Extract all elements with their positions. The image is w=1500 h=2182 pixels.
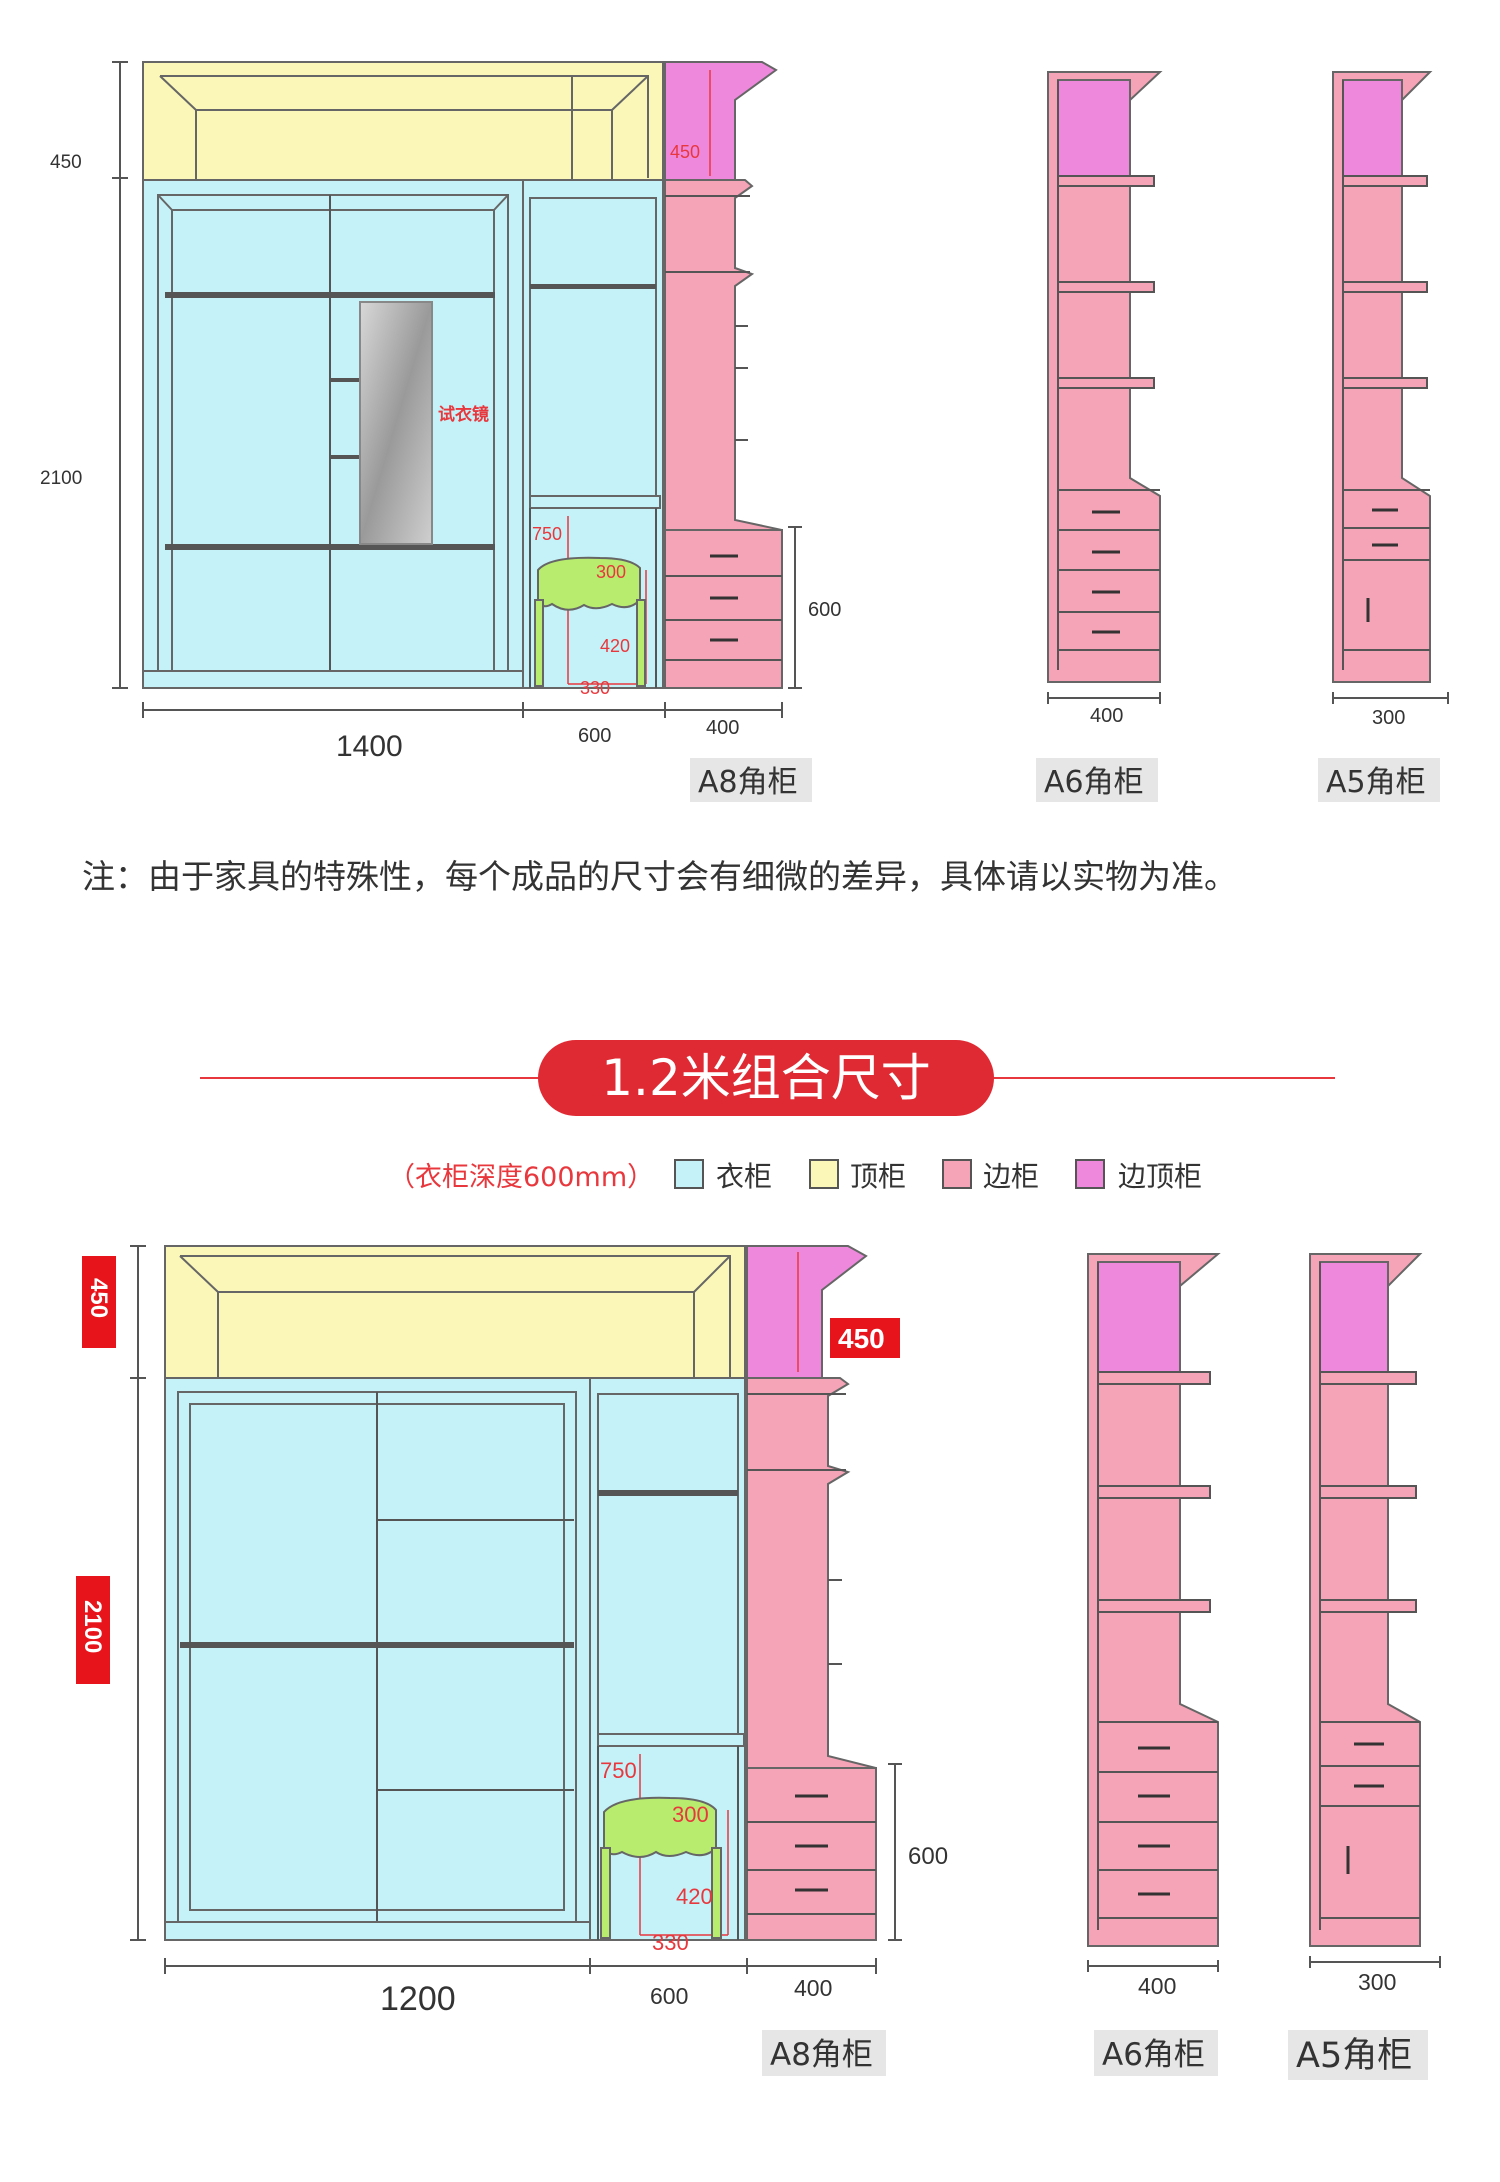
dim-a6-width-2: 400 xyxy=(1138,1973,1176,1999)
badge-main-height-bg xyxy=(76,1576,110,1684)
note-text: 注：由于家具的特殊性，每个成品的尺寸会有细微的差异，具体请以实物为准。 xyxy=(82,857,1237,896)
dim-top-height: 450 xyxy=(50,152,82,173)
side-top-cabinet xyxy=(664,61,778,181)
dim-desk-width-2: 600 xyxy=(650,1983,688,2009)
dim-stool-height: 300 xyxy=(596,562,626,582)
dim-stool-height-2: 300 xyxy=(672,1802,709,1827)
section2-texts: 450 2100 450 750 300 420 330 600 1200 60… xyxy=(76,1256,1428,2080)
badge-side-top-height: 450 xyxy=(838,1323,885,1354)
label2-a8-bg xyxy=(762,2030,886,2076)
legend-label-side-top: 边顶柜 xyxy=(1118,1160,1202,1193)
legend-label-wardrobe: 衣柜 xyxy=(716,1160,772,1193)
badge-top-height: 450 xyxy=(85,1278,112,1318)
fitting-mirror xyxy=(359,301,433,545)
label-a5: A5角柜 xyxy=(1326,765,1426,800)
legend-swatch-side-top xyxy=(1075,1159,1105,1189)
label-a6: A6角柜 xyxy=(1044,765,1144,800)
dim-wardrobe-width-2: 1200 xyxy=(380,1980,456,2018)
legend-swatch-side xyxy=(942,1159,972,1189)
section2-diagram xyxy=(130,1245,1441,1974)
dim-a6-width: 400 xyxy=(1090,705,1123,727)
stool xyxy=(537,556,641,611)
label2-a8: A8角柜 xyxy=(770,2037,873,2073)
section2-subtitle: （衣柜深度600mm） xyxy=(388,1162,654,1193)
dim-side-drawer-height-2: 600 xyxy=(908,1843,948,1870)
section1-diagram xyxy=(112,61,1449,718)
label2-a6: A6角柜 xyxy=(1102,2037,1205,2073)
label-a6-bg xyxy=(1036,758,1158,802)
dim-stool-leg-2: 330 xyxy=(652,1930,689,1955)
top-cabinet xyxy=(142,61,664,181)
dim-stool-leg: 330 xyxy=(580,678,610,698)
badge-top-height-bg xyxy=(82,1256,116,1348)
dim-desk-height: 750 xyxy=(532,524,562,544)
badge-side-top-height-bg xyxy=(830,1318,900,1358)
dim-main-height: 2100 xyxy=(40,468,82,489)
mirror-label: 试衣镜 xyxy=(438,404,489,424)
legend-swatch-top xyxy=(809,1159,839,1189)
dim-side-width: 400 xyxy=(706,717,739,739)
label2-a5-bg xyxy=(1288,2030,1428,2080)
dim-stool-width: 420 xyxy=(600,636,630,656)
dim-side-top-height: 450 xyxy=(670,142,700,162)
wardrobe xyxy=(142,179,524,689)
dim-desk-height-2: 750 xyxy=(600,1758,637,1783)
label-a5-bg xyxy=(1318,758,1440,802)
legend-swatch-wardrobe xyxy=(674,1159,704,1189)
dim-wardrobe-width: 1400 xyxy=(336,730,403,763)
dim-desk-width: 600 xyxy=(578,725,611,747)
legend-label-side: 边柜 xyxy=(983,1160,1039,1193)
section1-texts: 450 2100 450 试衣镜 750 300 420 330 600 140… xyxy=(40,142,1440,802)
section2-title: 1.2米组合尺寸 xyxy=(601,1049,931,1107)
dim-side-drawer-height: 600 xyxy=(808,599,841,621)
label-a8: A8角柜 xyxy=(698,765,798,800)
dim-side-width-2: 400 xyxy=(794,1975,832,2001)
dim-a5-width-2: 300 xyxy=(1358,1969,1396,1995)
label2-a5: A5角柜 xyxy=(1296,2036,1412,2076)
badge-main-height: 2100 xyxy=(79,1600,106,1653)
label-a8-bg xyxy=(690,758,812,802)
label2-a6-bg xyxy=(1094,2030,1218,2076)
legend-label-top: 顶柜 xyxy=(850,1160,906,1193)
section2-header: 1.2米组合尺寸 （衣柜深度600mm） 衣柜 顶柜 边柜 边顶柜 xyxy=(200,1040,1335,1193)
dim-stool-width-2: 420 xyxy=(676,1884,713,1909)
stool-2 xyxy=(603,1796,717,1858)
top-cabinet-2 xyxy=(164,1245,746,1379)
side-top-cabinet-2 xyxy=(746,1245,868,1379)
dim-a5-width: 300 xyxy=(1372,707,1405,729)
section2-title-pill xyxy=(538,1040,994,1116)
